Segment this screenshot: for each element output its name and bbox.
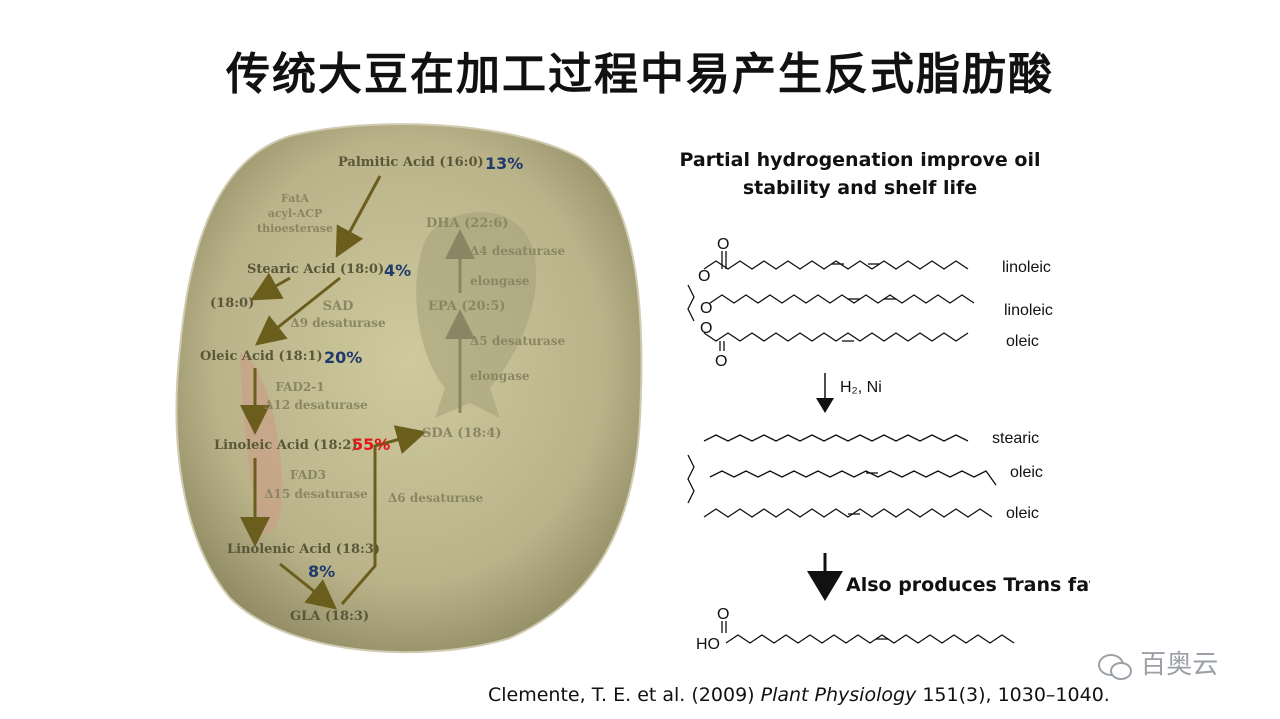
chain-trans-fat [725,634,1015,644]
hilum-shape [240,353,283,534]
arrow-stearic-oleic [254,276,341,346]
wechat-icon [1098,653,1132,680]
label-fata-3: thioesterase [257,222,333,235]
watermark: 百奥云 [1098,644,1218,681]
citation: Clemente, T. E. et al. (2009) Plant Phys… [488,684,1110,706]
label-d6: Δ6 desaturase [388,491,484,505]
chain-linoleic-2 [709,294,975,304]
chain-oleic-1 [709,470,997,486]
chain-linoleic-1 [703,260,969,270]
label-top-3: oleic [1006,333,1039,350]
atom-o-2: O [698,268,710,285]
label-fad2-1: FAD2-1 [275,380,324,394]
chain-oleic-2 [703,508,993,518]
label-fata-1: FatA [281,192,309,205]
label-reagent: H₂, Ni [840,379,882,396]
percent-palmitic: 13% [485,154,523,173]
label-fad3-2: Δ15 desaturase [264,487,368,501]
trans-fat-note: Also produces Trans fat [846,574,1090,596]
arrow-stearic-branch [250,272,291,301]
watermark-text: 百奥云 [1140,650,1219,680]
percent-stearic: 4% [384,261,411,280]
label-fata-2: acyl-ACP [268,207,323,220]
label-bottom-3: oleic [1006,505,1039,522]
label-linolenic: Linolenic Acid (18:3) [227,542,380,557]
citation-journal: Plant Physiology [760,684,917,706]
label-bottom-2: oleic [1010,464,1043,481]
label-d4: Δ4 desaturase [470,244,566,258]
atom-o-trans: O [717,606,729,623]
label-fad3-1: FAD3 [290,468,326,482]
chain-oleic-top [703,332,969,342]
label-top-2: linoleic [1004,302,1053,319]
percent-oleic: 20% [324,348,362,367]
citation-rest: 151(3), 1030–1040. [916,684,1110,706]
label-sda: SDA (18:4) [422,426,502,441]
atom-o-1: O [717,236,729,253]
label-elongase-2: elongase [470,274,530,288]
label-palmitic: Palmitic Acid (16:0) [338,155,484,170]
label-linoleic: Linoleic Acid (18:2) [214,438,358,453]
arrow-linolenic-gla [279,562,338,610]
percent-linolenic: 8% [308,562,335,581]
label-stearic-branch: (18:0) [210,296,254,311]
pathway-diagram: Palmitic Acid (16:0) FatA acyl-ACP thioe… [175,123,643,654]
arrow-gla-sda [340,425,427,605]
label-epa: EPA (20:5) [428,299,506,314]
label-stearic: Stearic Acid (18:0) [247,262,384,277]
atom-o-4: O [700,320,712,337]
label-sad-2: Δ9 desaturase [290,316,386,330]
arrow-palmitic-stearic [335,175,382,258]
atom-o-3: O [700,300,712,317]
atom-ho-trans: HO [696,636,720,653]
label-elongase-1: elongase [470,369,530,383]
label-sad-1: SAD [323,299,354,314]
label-dha: DHA (22:6) [426,216,508,231]
label-top-1: linoleic [1002,259,1051,276]
glycerol-backbone-bottom [687,454,695,504]
label-gla: GLA (18:3) [290,609,369,624]
chemistry-diagram: O O O O O O HO linoleic linoleic oleic H… [687,236,1090,653]
atom-o-5: O [715,353,727,370]
label-bottom-1: stearic [992,430,1039,447]
slide-title: 传统大豆在加工过程中易产生反式脂肪酸 [226,49,1054,100]
citation-authors: Clemente, T. E. et al. (2009) [488,684,761,706]
chain-stearic [703,434,969,442]
label-d5: Δ5 desaturase [470,334,566,348]
percent-linoleic: 55% [352,435,390,454]
label-fad2-2: Δ12 desaturase [264,398,368,412]
glycerol-backbone-top [687,284,695,322]
label-oleic: Oleic Acid (18:1) [200,349,323,364]
hydrogenation-heading: Partial hydrogenation improve oil stabil… [679,149,1041,199]
fish-silhouette [416,212,537,418]
